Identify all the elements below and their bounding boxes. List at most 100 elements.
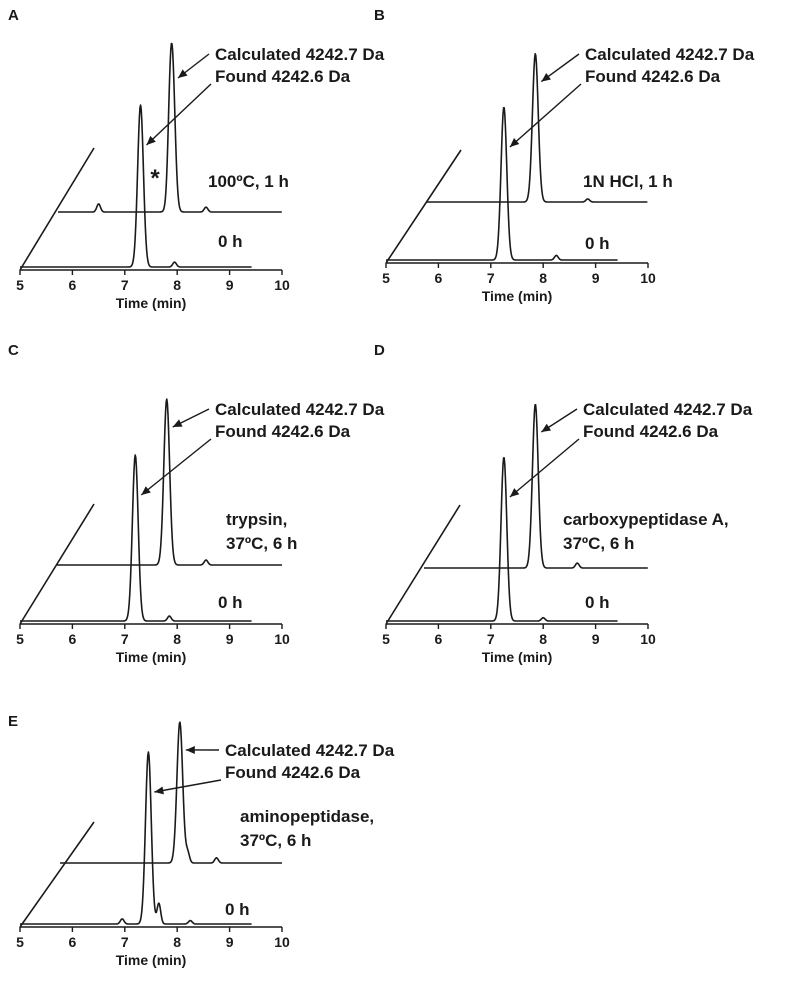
x-tick-label: 7 — [121, 934, 129, 950]
arrow-calculated-head — [185, 745, 195, 754]
arrow-found-head — [141, 486, 151, 495]
depth-axis-line — [19, 503, 95, 625]
found-mass-label: Found 4242.6 Da — [215, 67, 351, 86]
x-tick-label: 10 — [640, 270, 656, 286]
x-tick-label: 7 — [121, 631, 129, 647]
zero-hour-label: 0 h — [585, 234, 610, 253]
x-tick-label: 6 — [69, 631, 77, 647]
x-tick-label: 7 — [487, 270, 495, 286]
arrow-found — [154, 779, 222, 793]
arrow-found-head — [146, 135, 156, 145]
x-tick-label: 9 — [592, 631, 600, 647]
condition-label: 37ºC, 6 h — [240, 831, 311, 850]
trace-treated — [425, 52, 648, 203]
calculated-mass-label: Calculated 4242.7 Da — [215, 45, 385, 64]
x-tick-label: 5 — [382, 270, 390, 286]
x-axis-label: Time (min) — [482, 649, 553, 665]
condition-label: trypsin, — [226, 510, 287, 529]
arrow-calculated-head — [541, 423, 552, 432]
panel-letter: C — [8, 342, 19, 359]
x-axis-label: Time (min) — [116, 295, 187, 311]
trace-treated — [56, 398, 283, 566]
x-tick-label: 6 — [435, 270, 443, 286]
condition-label: aminopeptidase, — [240, 807, 374, 826]
panel-letter: B — [374, 7, 385, 24]
arrow-calculated-head — [172, 419, 183, 427]
zero-hour-label: 0 h — [218, 232, 243, 251]
trace-treated — [59, 721, 283, 864]
trace-0h — [19, 454, 252, 622]
condition-label: 37ºC, 6 h — [226, 534, 297, 553]
x-tick-label: 8 — [173, 934, 181, 950]
depth-axis-line — [19, 147, 95, 271]
condition-label: 37ºC, 6 h — [563, 534, 634, 553]
trace-treated — [423, 403, 649, 569]
trace-0h — [385, 457, 618, 622]
x-tick-label: 7 — [487, 631, 495, 647]
calculated-mass-label: Calculated 4242.7 Da — [583, 400, 753, 419]
arrow-calculated-head — [541, 73, 551, 82]
x-tick-label: 9 — [592, 270, 600, 286]
condition-label: 100ºC, 1 h — [208, 172, 289, 191]
x-tick-label: 7 — [121, 277, 129, 293]
x-tick-label: 10 — [274, 277, 290, 293]
trace-0h — [385, 107, 618, 261]
arrow-found — [146, 83, 212, 146]
condition-label: carboxypeptidase A, — [563, 510, 729, 529]
condition-label: 1N HCl, 1 h — [583, 172, 673, 191]
arrow-found — [509, 83, 582, 148]
arrow-calculated-head — [177, 69, 188, 78]
x-tick-label: 8 — [173, 277, 181, 293]
asterisk-marker: * — [150, 165, 160, 192]
x-tick-label: 9 — [226, 631, 234, 647]
x-tick-label: 8 — [173, 631, 181, 647]
arrow-found-head — [509, 138, 520, 147]
panel-letter: D — [374, 342, 385, 359]
arrow-found — [140, 438, 212, 496]
x-tick-label: 9 — [226, 277, 234, 293]
x-tick-label: 9 — [226, 934, 234, 950]
trace-0h — [19, 104, 252, 268]
calculated-mass-label: Calculated 4242.7 Da — [225, 741, 395, 760]
panel-letter: A — [8, 7, 19, 24]
zero-hour-label: 0 h — [225, 900, 250, 919]
calculated-mass-label: Calculated 4242.7 Da — [215, 400, 385, 419]
x-tick-label: 6 — [69, 934, 77, 950]
trace-0h — [19, 751, 252, 925]
x-tick-label: 5 — [16, 277, 24, 293]
calculated-mass-label: Calculated 4242.7 Da — [585, 45, 755, 64]
x-tick-label: 10 — [274, 631, 290, 647]
trace-treated — [57, 42, 283, 213]
arrow-found — [509, 438, 580, 498]
x-tick-label: 8 — [539, 631, 547, 647]
x-tick-label: 5 — [16, 934, 24, 950]
x-axis-label: Time (min) — [482, 288, 553, 304]
x-axis-label: Time (min) — [116, 649, 187, 665]
x-tick-label: 10 — [274, 934, 290, 950]
x-tick-label: 5 — [16, 631, 24, 647]
x-tick-label: 10 — [640, 631, 656, 647]
arrow-found-head — [154, 786, 164, 795]
found-mass-label: Found 4242.6 Da — [215, 422, 351, 441]
found-mass-label: Found 4242.6 Da — [225, 763, 361, 782]
found-mass-label: Found 4242.6 Da — [585, 67, 721, 86]
x-tick-label: 5 — [382, 631, 390, 647]
found-mass-label: Found 4242.6 Da — [583, 422, 719, 441]
depth-axis-line — [19, 821, 95, 928]
x-tick-label: 8 — [539, 270, 547, 286]
zero-hour-label: 0 h — [218, 593, 243, 612]
arrow-found-head — [509, 488, 520, 497]
x-tick-label: 6 — [69, 277, 77, 293]
depth-axis-line — [385, 149, 462, 264]
panel-letter: E — [8, 713, 18, 730]
depth-axis-line — [385, 504, 461, 625]
x-tick-label: 6 — [435, 631, 443, 647]
zero-hour-label: 0 h — [585, 593, 610, 612]
x-axis-label: Time (min) — [116, 952, 187, 968]
